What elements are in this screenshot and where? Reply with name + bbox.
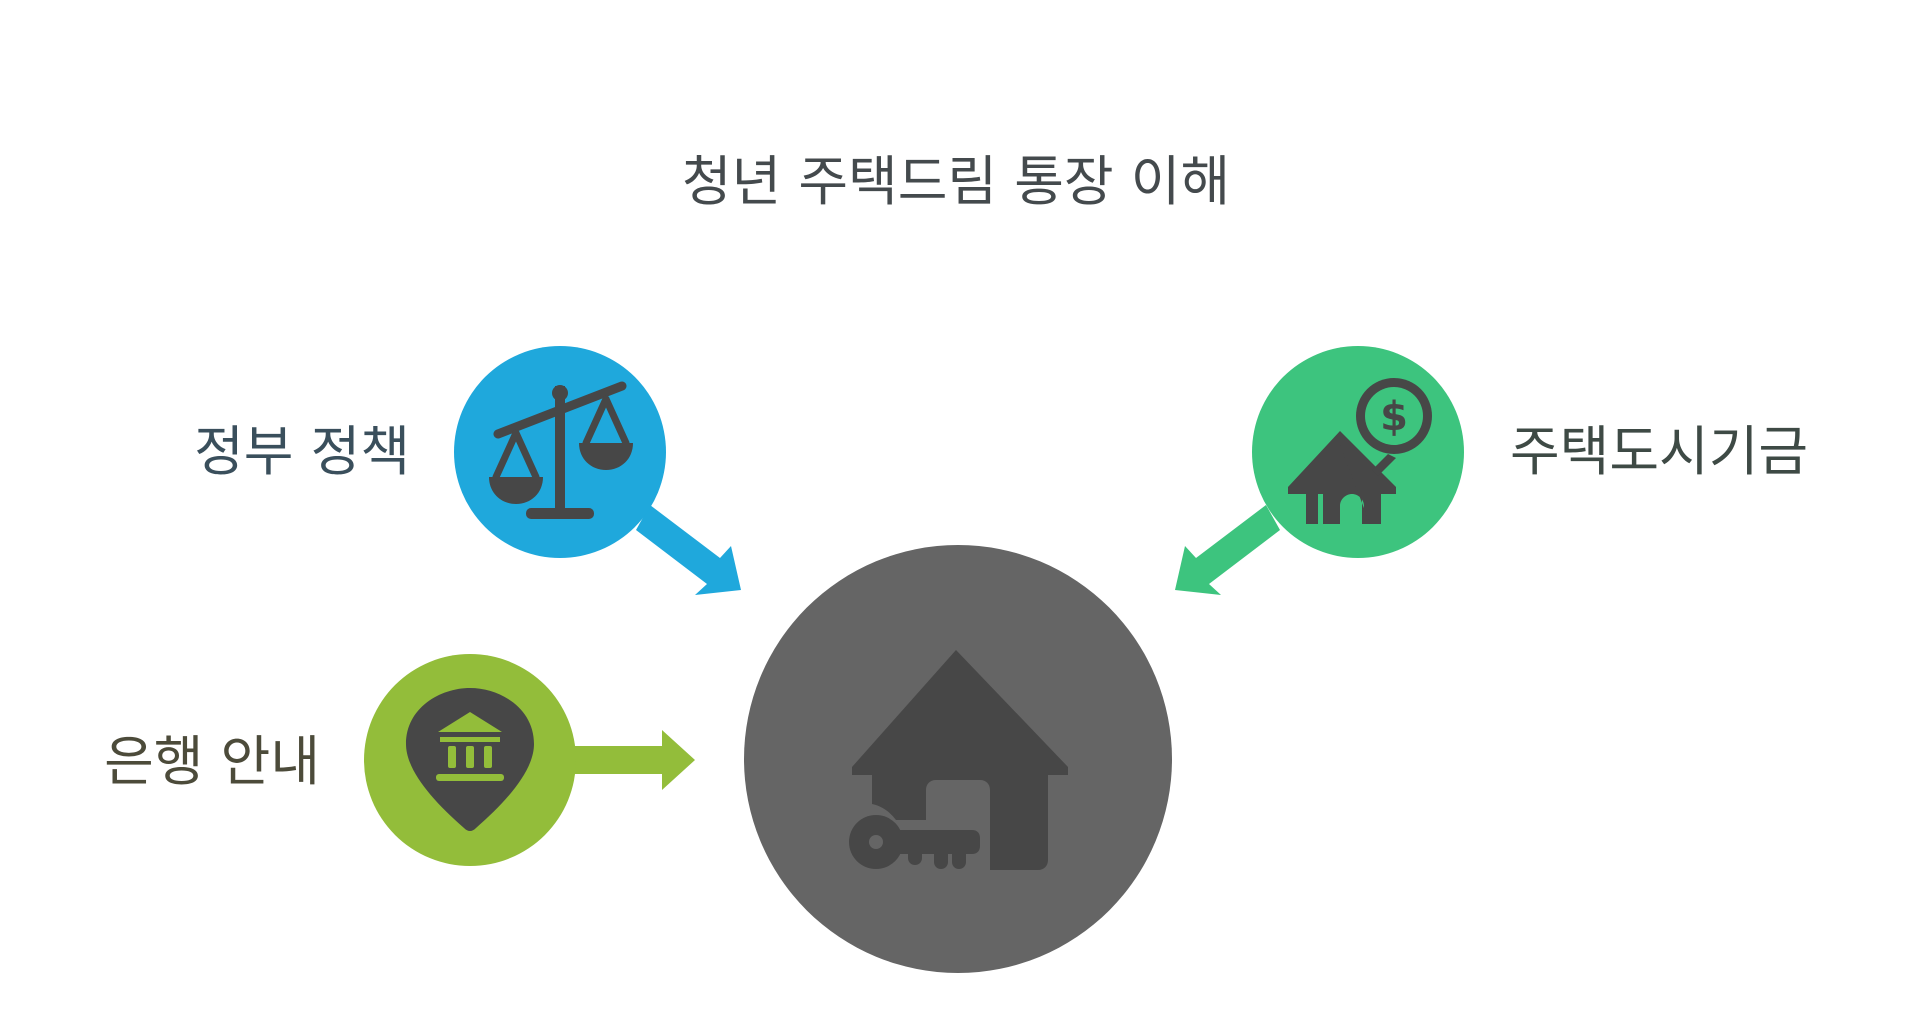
label-bank: 은행 안내 — [104, 730, 320, 793]
house-money-icon: $ — [1288, 378, 1432, 524]
bank-location-icon — [406, 688, 534, 831]
node-hug: $ 주택도시기금 — [1175, 346, 1808, 595]
arrow-bank — [560, 730, 695, 790]
arrow-government — [636, 505, 741, 595]
diagram-title: 청년 주택드림 통장 이해 — [682, 150, 1230, 213]
svg-text:$: $ — [1380, 394, 1408, 440]
house-key-icon — [849, 650, 1068, 870]
node-government: 정부 정책 — [194, 346, 741, 595]
label-government: 정부 정책 — [194, 420, 410, 483]
label-hug: 주택도시기금 — [1510, 420, 1808, 483]
arrow-hug — [1175, 505, 1280, 595]
balance-scale-icon — [489, 381, 633, 519]
node-bank: 은행 안내 — [104, 654, 695, 866]
center-node — [744, 545, 1172, 973]
